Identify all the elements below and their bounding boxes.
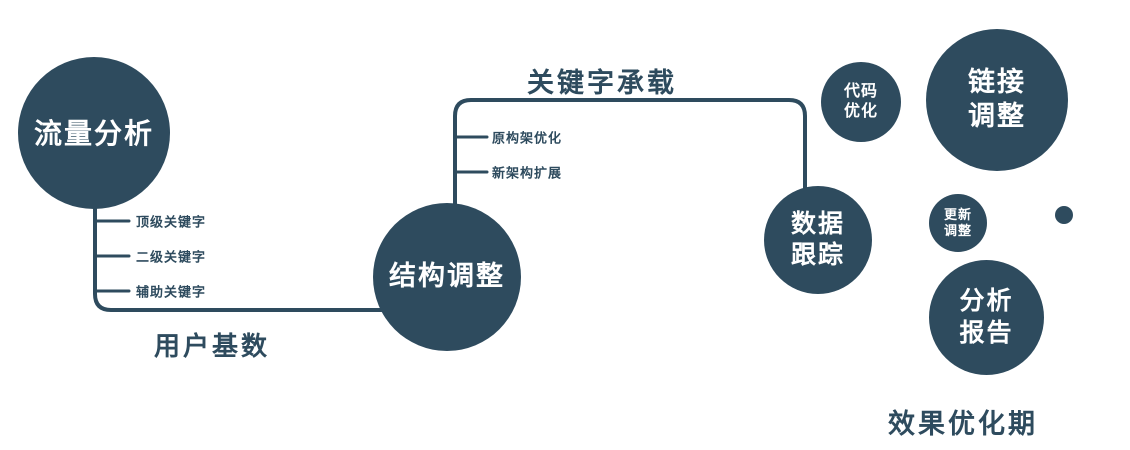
dot-node: [1055, 206, 1073, 224]
structure-adjustment-node: 结构调整: [373, 203, 521, 351]
keyword-bearing-label: 关键字承载: [527, 68, 677, 98]
link-adjustment-label-line2: 调整: [968, 101, 1026, 131]
traffic-analysis-node: 流量分析: [18, 57, 170, 209]
data-tracking-label-line2: 跟踪: [790, 241, 845, 269]
structure-adjustment-label: 结构调整: [389, 261, 505, 292]
branch-label-original-architecture: 原构架优化: [492, 130, 563, 146]
link-adjustment-node: 链接 调整: [926, 29, 1068, 171]
connector-structure-to-tracking: [453, 98, 807, 209]
update-adjustment-label-line1: 更新: [943, 206, 972, 222]
data-tracking-label-line1: 数据: [790, 209, 845, 238]
traffic-analysis-label: 流量分析: [33, 117, 154, 149]
analysis-report-label-line1: 分析: [959, 287, 1014, 316]
branch-label-secondary-keywords: 二级关键字: [136, 249, 207, 265]
analysis-report-label-line2: 报告: [959, 318, 1014, 347]
connector-traffic-to-structure: [93, 203, 397, 312]
user-base-label: 用户基数: [154, 331, 271, 361]
link-adjustment-label-line1: 链接: [968, 67, 1026, 98]
analysis-report-node: 分析 报告: [929, 260, 1044, 375]
update-adjustment-label-line2: 调整: [943, 223, 972, 238]
code-optimization-label-line2: 优化: [843, 103, 878, 120]
code-optimization-node: 代码 优化: [821, 62, 901, 142]
effect-optimization-period-label: 效果优化期: [888, 409, 1038, 439]
branch-label-new-architecture: 新架构扩展: [492, 165, 563, 181]
data-tracking-node: 数据 跟踪: [764, 186, 872, 294]
code-optimization-label-line1: 代码: [843, 83, 878, 100]
update-adjustment-node: 更新 调整: [929, 194, 987, 252]
branch-label-top-keywords: 顶级关键字: [136, 214, 207, 230]
branch-label-auxiliary-keywords: 辅助关键字: [136, 284, 207, 300]
